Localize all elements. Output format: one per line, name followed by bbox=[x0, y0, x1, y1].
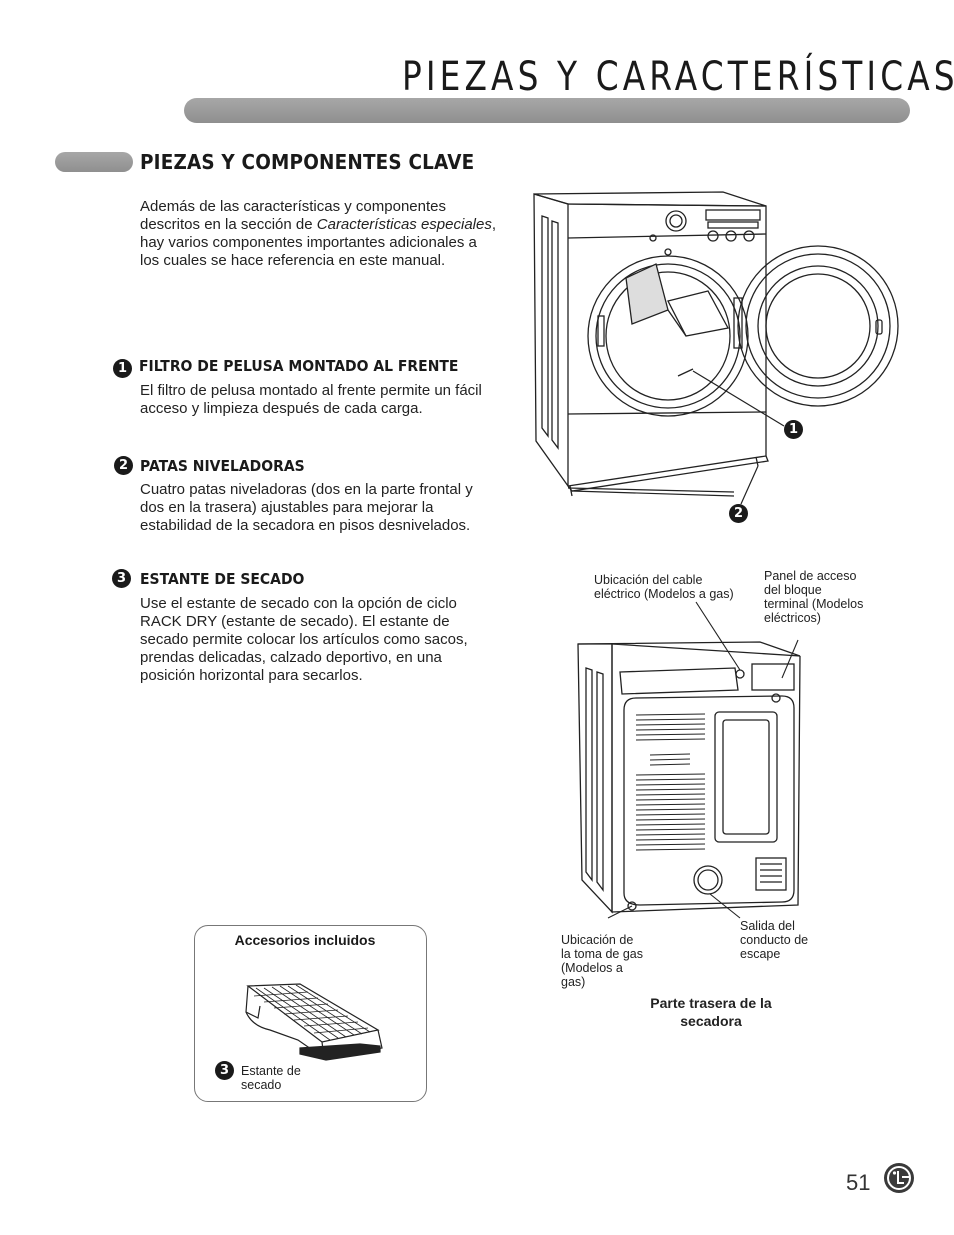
feature-number-badge: 3 bbox=[112, 569, 131, 588]
callout-1: 1 bbox=[784, 420, 803, 439]
feature-text: El filtro de pelusa montado al frente pe… bbox=[140, 382, 482, 417]
feature-text: Use el estante de secado con la opción d… bbox=[140, 595, 468, 684]
feature-text: Cuatro patas niveladoras (dos en la part… bbox=[140, 481, 473, 534]
rear-caption: Parte trasera de la secadora bbox=[650, 995, 772, 1029]
section-title: PIEZAS Y COMPONENTES CLAVE bbox=[140, 150, 475, 174]
feature-title: FILTRO DE PELUSA MONTADO AL FRENTE bbox=[139, 357, 459, 375]
power-cord-label: Ubicación del cable eléctrico (Modelos a… bbox=[594, 573, 734, 601]
intro-paragraph: Además de las características y componen… bbox=[140, 198, 500, 270]
page-title: PIEZAS Y CARACTERÍSTICAS bbox=[402, 54, 954, 100]
feature-number-badge: 2 bbox=[114, 456, 133, 475]
terminal-panel-label: Panel de acceso del bloque terminal (Mod… bbox=[764, 569, 864, 625]
callout-2: 2 bbox=[729, 504, 748, 523]
dryer-rear-illustration bbox=[577, 601, 801, 919]
intro-text-italic: Características especiales bbox=[316, 216, 492, 233]
feature-number-badge: 1 bbox=[113, 359, 132, 378]
page-number: 51 bbox=[846, 1170, 871, 1195]
title-bar bbox=[184, 98, 910, 123]
accessory-number-badge: 3 bbox=[215, 1061, 234, 1080]
lg-logo-icon bbox=[884, 1163, 914, 1193]
intro-text-1: Además de las características y componen… bbox=[140, 198, 446, 233]
dryer-front-illustration bbox=[533, 191, 899, 505]
accessories-box bbox=[194, 925, 427, 1102]
drying-rack-illustration bbox=[245, 983, 383, 1061]
exhaust-label: Salida del conducto de escape bbox=[740, 919, 809, 961]
intro-text-2: , hay varios componentes importantes adi… bbox=[140, 216, 497, 269]
section-pill bbox=[55, 152, 133, 172]
accessories-title: Accesorios incluidos bbox=[234, 932, 376, 948]
gas-inlet-label: Ubicación de la toma de gas (Modelos a g… bbox=[561, 933, 643, 989]
feature-title: ESTANTE DE SECADO bbox=[140, 570, 305, 588]
feature-title: PATAS NIVELADORAS bbox=[140, 457, 305, 475]
accessory-item-label: Estante de secado bbox=[241, 1064, 301, 1092]
